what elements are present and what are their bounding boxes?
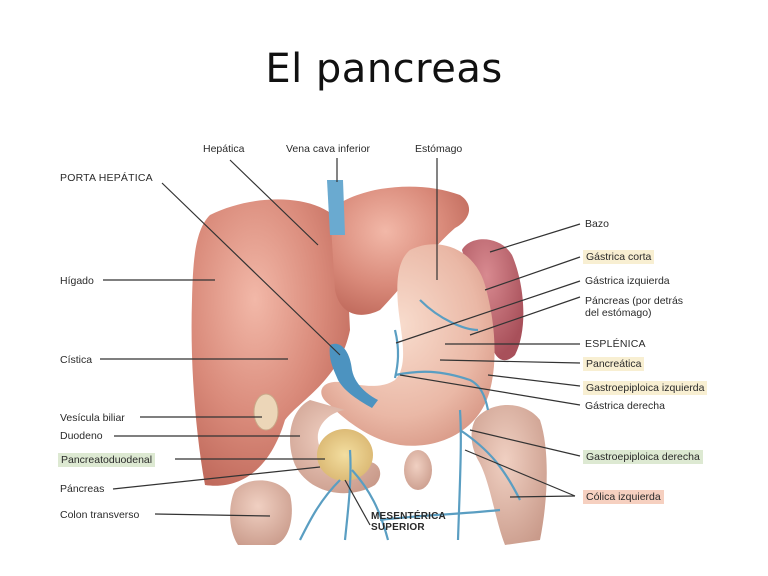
- label-gastrica-izquierda: Gástrica izquierda: [585, 275, 670, 287]
- label-gastrica-derecha: Gástrica derecha: [585, 400, 665, 412]
- gallbladder-shape: [253, 393, 279, 431]
- label-gastrica-corta: Gástrica corta: [583, 250, 655, 264]
- liver-left-lobe: [330, 186, 470, 315]
- slide-title: El pancreas: [265, 46, 503, 92]
- colon-right-shape: [471, 405, 547, 545]
- label-gastroepiploica-derecha: Gastroepiploica derecha: [583, 450, 703, 464]
- label-cistica: Cística: [60, 354, 93, 366]
- jejunum-loop-shape: [404, 450, 432, 490]
- leader-lines: [100, 158, 581, 526]
- label-pancreas-detras-line1: Páncreas (por detrás: [585, 295, 684, 307]
- label-higado: Hígado: [60, 275, 94, 287]
- vena-cava-shape: [327, 180, 345, 235]
- label-vesicula-biliar: Vesícula biliar: [60, 412, 125, 424]
- pancreas-head-shape: [317, 429, 373, 481]
- blood-vessels: [299, 299, 521, 541]
- label-hepatica: Hepática: [203, 143, 245, 155]
- label-gastroepiploica-izquierda: Gastroepiploica izquierda: [583, 381, 708, 395]
- label-duodeno: Duodeno: [60, 430, 103, 442]
- liver-shape: [191, 199, 350, 486]
- label-vena-cava-inferior: Vena cava inferior: [286, 143, 371, 155]
- label-porta-hepatica: PORTA HEPÁTICA: [60, 172, 153, 184]
- label-mesenterica-line2: SUPERIOR: [371, 522, 425, 533]
- portal-vein-shape: [329, 343, 378, 408]
- label-esplenica: ESPLÉNICA: [585, 338, 646, 350]
- label-colica-izquierda: Cólica izquierda: [583, 490, 664, 504]
- label-bazo: Bazo: [585, 218, 609, 230]
- label-pancreas-detras-line2: del estómago): [585, 307, 652, 319]
- label-pancreatica: Pancreática: [583, 357, 645, 371]
- colon-left-shape: [230, 480, 292, 545]
- label-estomago: Estómago: [415, 143, 463, 155]
- label-pancreatoduodenal: Pancreatoduodenal: [58, 453, 156, 467]
- label-colon-transverso: Colon transverso: [60, 509, 140, 521]
- label-mesenterica-line1: MESENTÉRICA: [371, 511, 446, 522]
- label-pancreas: Páncreas: [60, 483, 105, 495]
